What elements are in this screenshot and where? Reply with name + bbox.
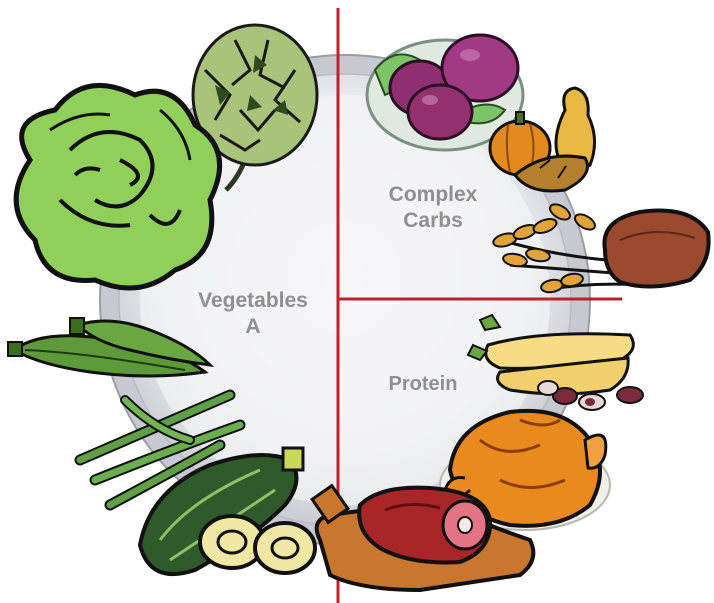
- section-label-protein: Protein: [378, 372, 468, 397]
- carbs-title-line2: Carbs: [368, 208, 498, 234]
- carbs-title-line1: Complex: [368, 182, 498, 208]
- section-label-complex-carbs: Complex Carbs: [368, 182, 498, 235]
- lettuce-icon: [16, 85, 219, 288]
- bread-loaf-icon: [604, 211, 708, 287]
- vegetables-title-line1: Vegetables: [178, 288, 328, 314]
- protein-title: Protein: [378, 372, 468, 397]
- vegetables-title-line2: A: [178, 314, 328, 340]
- section-label-vegetables: Vegetables A: [178, 288, 328, 341]
